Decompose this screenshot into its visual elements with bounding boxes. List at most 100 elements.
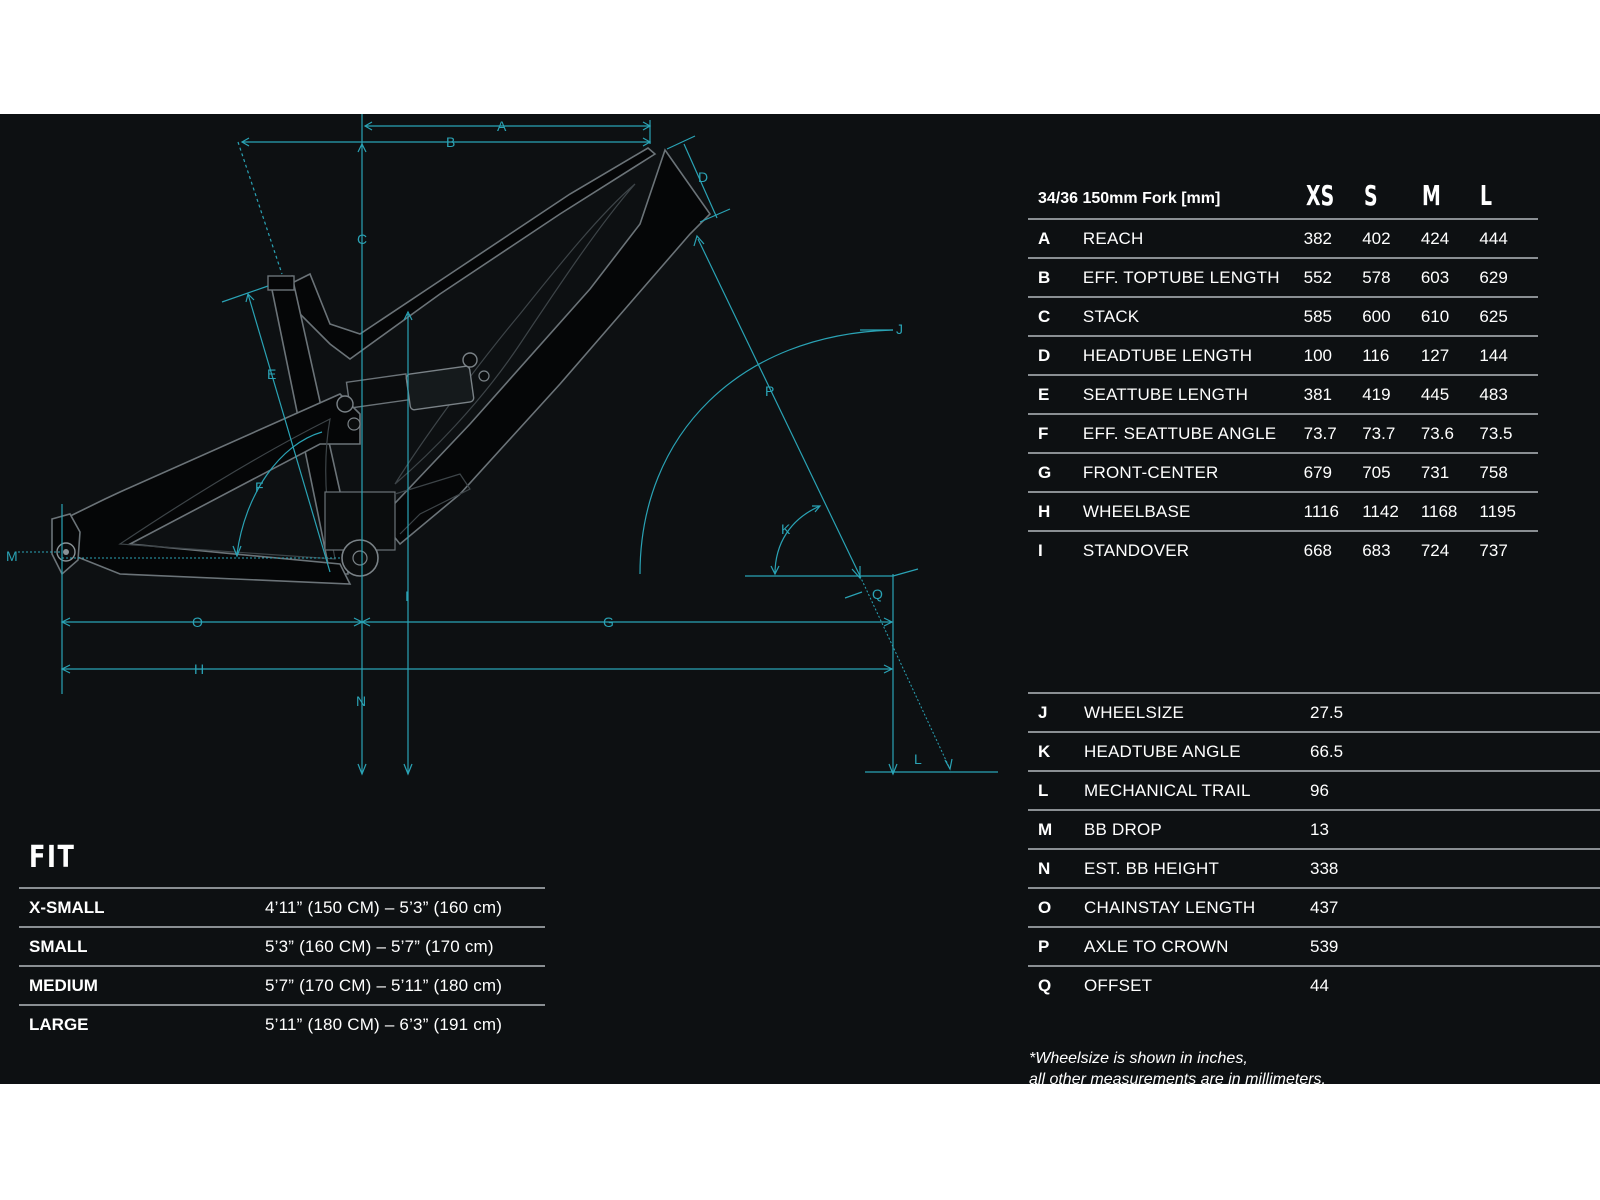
row-value: 73.5 [1479,423,1513,443]
row-letter: O [1038,897,1052,917]
row-value: 382 [1303,228,1332,248]
dimension-letters: A B C D E F G H I J K L M N O P Q [6,118,922,767]
label-p: P [765,383,774,399]
row-value: 116 [1362,345,1390,365]
row-value: 578 [1362,267,1391,287]
dimension-lines [18,114,998,776]
fit-size: LARGE [29,1014,89,1034]
row-value: 1142 [1362,501,1399,521]
size-header-m: M [1422,179,1441,212]
row-name: FRONT-CENTER [1082,462,1219,482]
row-value: 96 [1310,780,1329,800]
fork-spec-title: 34/36 150mm Fork [mm] [1038,190,1221,207]
row-name: STANDOVER [1082,540,1190,560]
row-letter: I [1038,540,1043,560]
fit-height-range: 5’3” (160 CM) – 5’7” (170 cm) [265,936,494,956]
row-letter: P [1038,936,1050,956]
row-value: 539 [1310,936,1339,956]
row-name: REACH [1082,228,1144,248]
row-name: HEADTUBE ANGLE [1084,741,1241,761]
row-letter: F [1038,423,1049,443]
row-value: 27.5 [1310,702,1344,722]
row-value: 381 [1303,384,1332,404]
fixed-geometry-row: J WHEELSIZE 27.5 [1028,694,1600,733]
label-f: F [255,479,264,495]
row-value: 338 [1310,858,1339,878]
row-value: 1116 [1303,501,1339,521]
label-o: O [192,614,203,630]
row-value: 603 [1420,267,1450,287]
fit-height-range: 5’11” (180 CM) – 6’3” (191 cm) [265,1014,503,1034]
row-letter: N [1038,858,1051,878]
row-value: 44 [1310,975,1329,995]
row-value: 731 [1420,462,1450,482]
row-value: 402 [1362,228,1391,248]
row-value: 445 [1420,384,1450,404]
row-letter: C [1038,306,1051,326]
row-name: WHEELBASE [1082,501,1191,521]
row-name: CHAINSTAY LENGTH [1084,897,1256,917]
row-value: 1195 [1479,501,1516,521]
label-a: A [497,118,507,134]
row-letter: K [1038,741,1051,761]
label-d: D [698,169,708,185]
row-value: 724 [1420,540,1450,560]
row-letter: A [1038,228,1051,248]
label-q: Q [872,586,883,602]
label-k: K [781,521,791,537]
row-value: 66.5 [1310,741,1344,761]
row-name: SEATTUBE LENGTH [1082,384,1249,404]
frame-geometry-diagram: A B C D E F G H I J K L M N O P Q [6,114,998,776]
label-c: C [357,231,367,247]
row-letter: G [1038,462,1052,482]
row-name: EFF. TOPTUBE LENGTH [1082,267,1280,287]
row-value: 758 [1479,462,1508,482]
row-value: 610 [1420,306,1450,326]
row-value: 679 [1303,462,1332,482]
fixed-geometry-row: K HEADTUBE ANGLE 66.5 [1028,733,1600,772]
label-l: L [914,751,922,767]
row-value: 419 [1362,384,1391,404]
row-value: 737 [1479,540,1508,560]
fit-size: SMALL [29,936,88,956]
fit-row: LARGE 5’11” (180 CM) – 6’3” (191 cm) [19,1006,545,1043]
row-name: WHEELSIZE [1084,702,1185,722]
fit-height-range: 5’7” (170 CM) – 5’11” (180 cm) [265,975,503,995]
row-letter: J [1038,702,1048,722]
row-value: 100 [1303,345,1332,365]
label-j: J [896,321,903,337]
label-e: E [267,366,276,382]
row-letter: M [1038,819,1053,839]
row-letter: Q [1038,975,1052,995]
measurement-footnote: *Wheelsize is shown in inches, all other… [1029,1048,1326,1084]
row-value: 552 [1303,267,1332,287]
row-value: 127 [1420,345,1450,365]
row-value: 625 [1479,306,1508,326]
label-g: G [603,614,614,630]
row-value: 13 [1310,819,1329,839]
label-i: I [405,588,409,604]
row-value: 585 [1303,306,1332,326]
size-header-s: S [1364,179,1378,212]
fit-row: SMALL 5’3” (160 CM) – 5’7” (170 cm) [19,928,545,967]
row-value: 73.6 [1420,423,1454,443]
size-header-l: L [1480,179,1493,212]
fit-title: FIT [29,840,76,875]
row-name: HEADTUBE LENGTH [1082,345,1253,365]
fit-size: MEDIUM [29,975,98,995]
row-name: MECHANICAL TRAIL [1084,780,1251,800]
row-letter: B [1038,267,1051,287]
row-name: EST. BB HEIGHT [1084,858,1220,878]
